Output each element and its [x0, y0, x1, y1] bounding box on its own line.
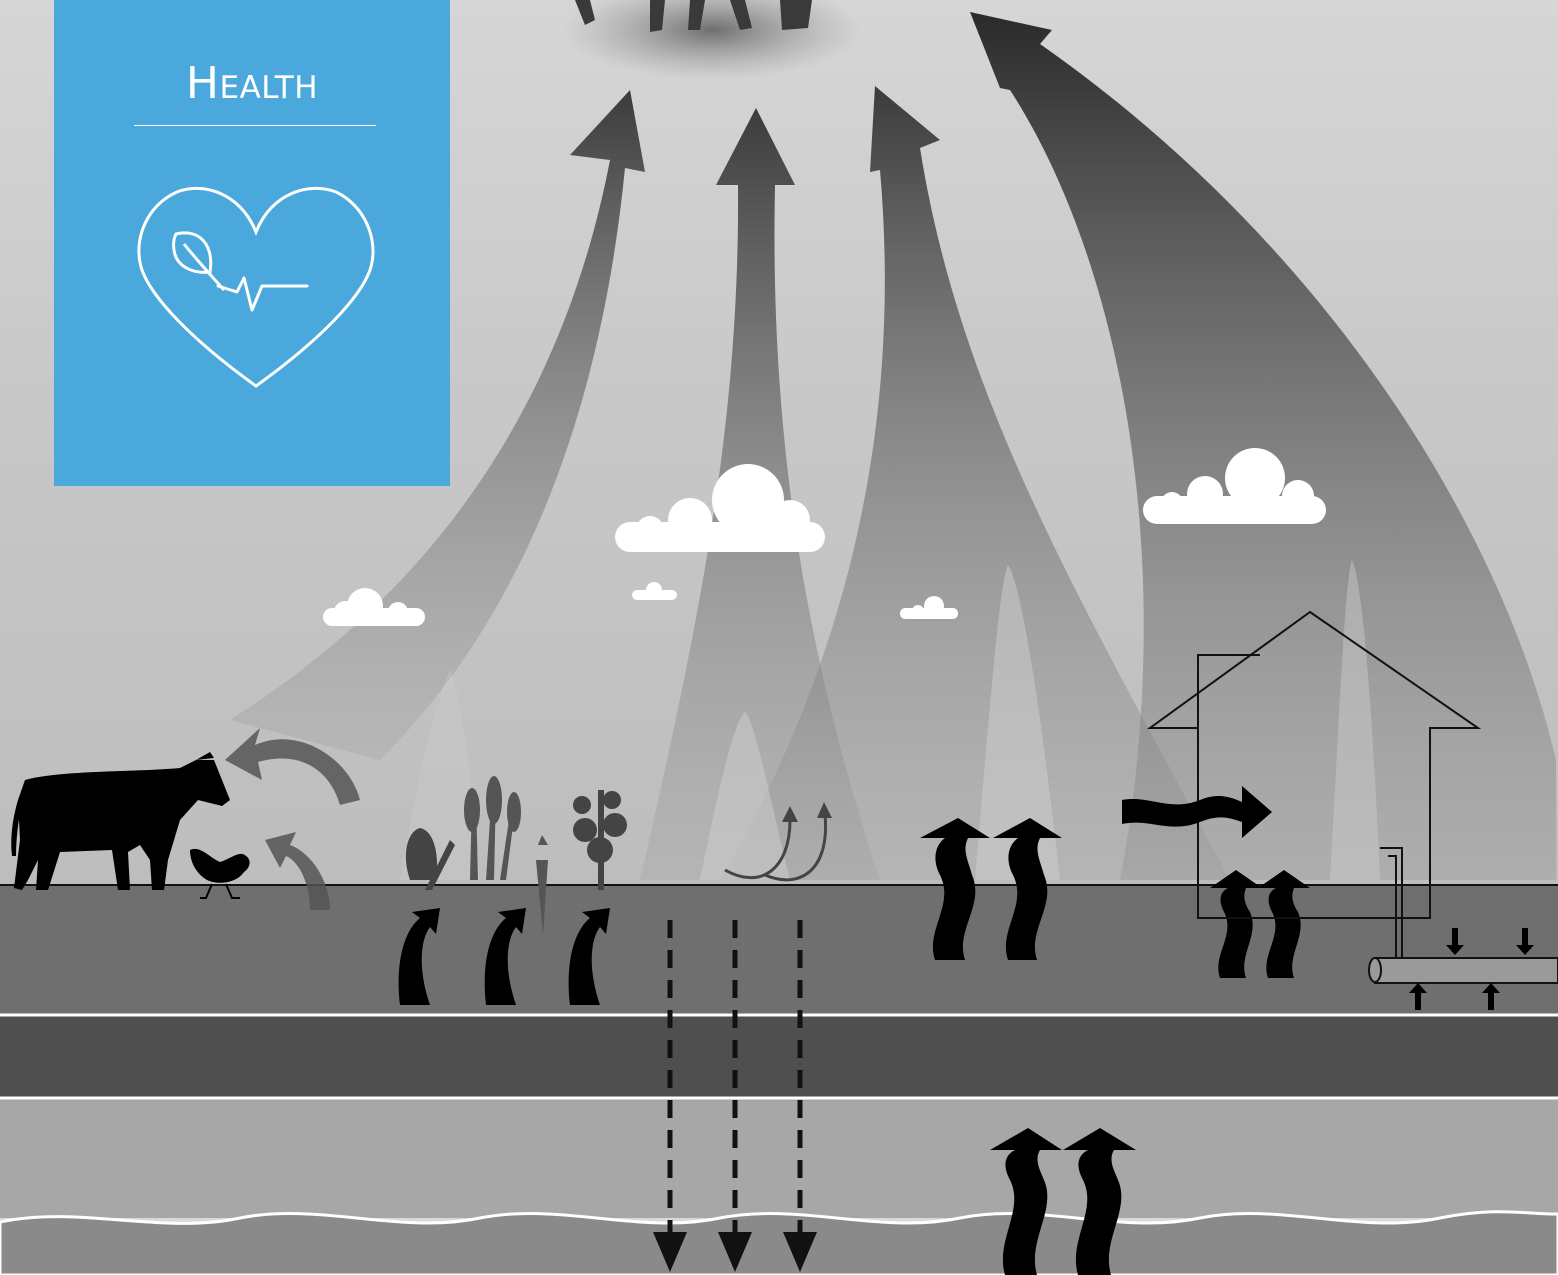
deep-layer [0, 1098, 1558, 1218]
topsoil-layer [0, 885, 1558, 1015]
heart-leaf-pulse-icon [132, 170, 382, 400]
badge-title: Health [54, 58, 450, 109]
badge-divider [134, 125, 376, 126]
health-badge: Health [54, 0, 450, 486]
subsoil-layer [0, 1015, 1558, 1098]
groundwater-layer [0, 1212, 1558, 1275]
